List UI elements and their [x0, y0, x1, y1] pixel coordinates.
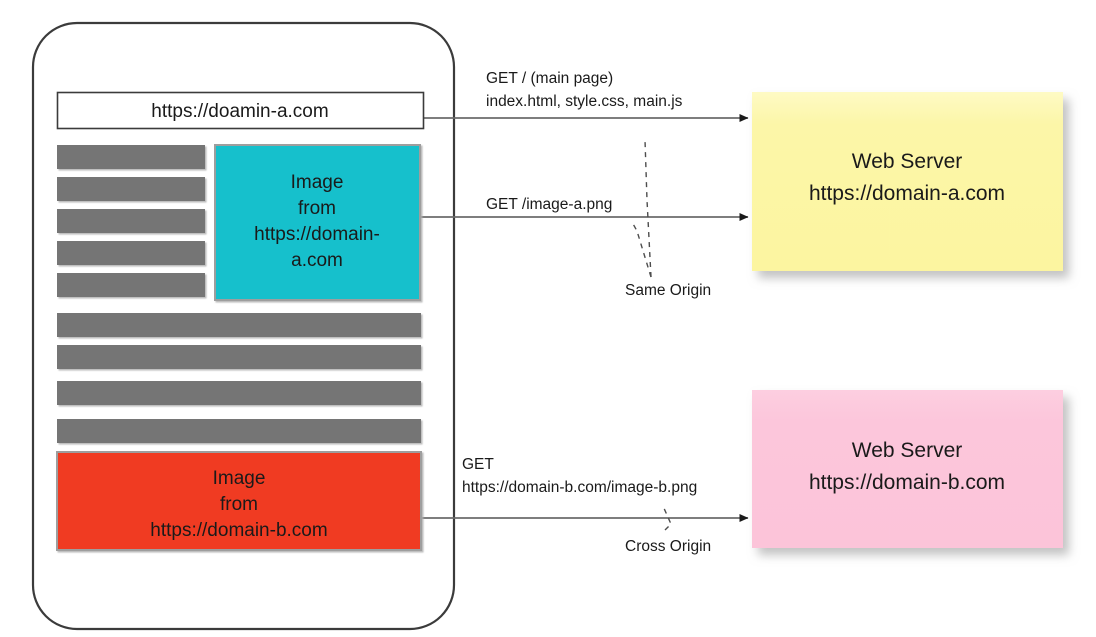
content-bar	[57, 177, 205, 201]
image-a-label-line4: a.com	[291, 250, 343, 271]
image-a-label-line3: https://domain-	[254, 224, 380, 245]
image-b-label-line2: from	[220, 494, 258, 515]
url-bar[interactable]	[56, 91, 425, 130]
content-bar	[57, 209, 205, 233]
web-server-b-line2: https://domain-b.com	[809, 471, 1005, 494]
request-label-image-b-line1: GET	[462, 456, 494, 473]
image-b-label-line1: Image	[213, 468, 266, 489]
url-bar-text: https://doamin-a.com	[151, 101, 328, 122]
same-origin-label: Same Origin	[625, 282, 711, 299]
content-bar	[57, 241, 205, 265]
content-bar	[57, 145, 205, 169]
request-label-image-b-line2: https://domain-b.com/image-b.png	[462, 479, 697, 496]
cross-origin-label: Cross Origin	[625, 538, 711, 555]
request-label-image-a-line1: GET /image-a.png	[486, 196, 612, 213]
content-bar	[57, 345, 421, 369]
web-server-b-note	[752, 390, 1063, 548]
content-bar	[57, 273, 205, 297]
request-label-main-page-line1: GET / (main page)	[486, 70, 613, 87]
request-label-main-page-line2: index.html, style.css, main.js	[486, 93, 683, 110]
web-server-a-note	[752, 92, 1063, 271]
image-b-label-line3: https://domain-b.com	[150, 520, 327, 541]
image-a-label-line2: from	[298, 198, 336, 219]
request-arrows	[420, 114, 749, 522]
same-origin-leader-upper	[644, 139, 652, 278]
web-server-a-line1: Web Server	[852, 150, 963, 173]
image-a-label-line1: Image	[291, 172, 344, 193]
content-bar	[57, 381, 421, 405]
same-origin-leader-lower	[631, 221, 652, 278]
content-bar	[57, 419, 421, 443]
short-content-bars	[57, 145, 205, 297]
cross-origin-leader	[662, 505, 672, 531]
web-server-a-line2: https://domain-a.com	[809, 182, 1005, 205]
image-a-block	[214, 144, 421, 301]
web-server-b-line1: Web Server	[852, 439, 963, 462]
cross-origin-annotation: Cross Origin	[625, 505, 711, 555]
long-content-bars	[57, 313, 421, 443]
image-b-block	[56, 451, 422, 551]
content-bar	[57, 313, 421, 337]
same-origin-annotation: Same Origin	[625, 139, 711, 299]
